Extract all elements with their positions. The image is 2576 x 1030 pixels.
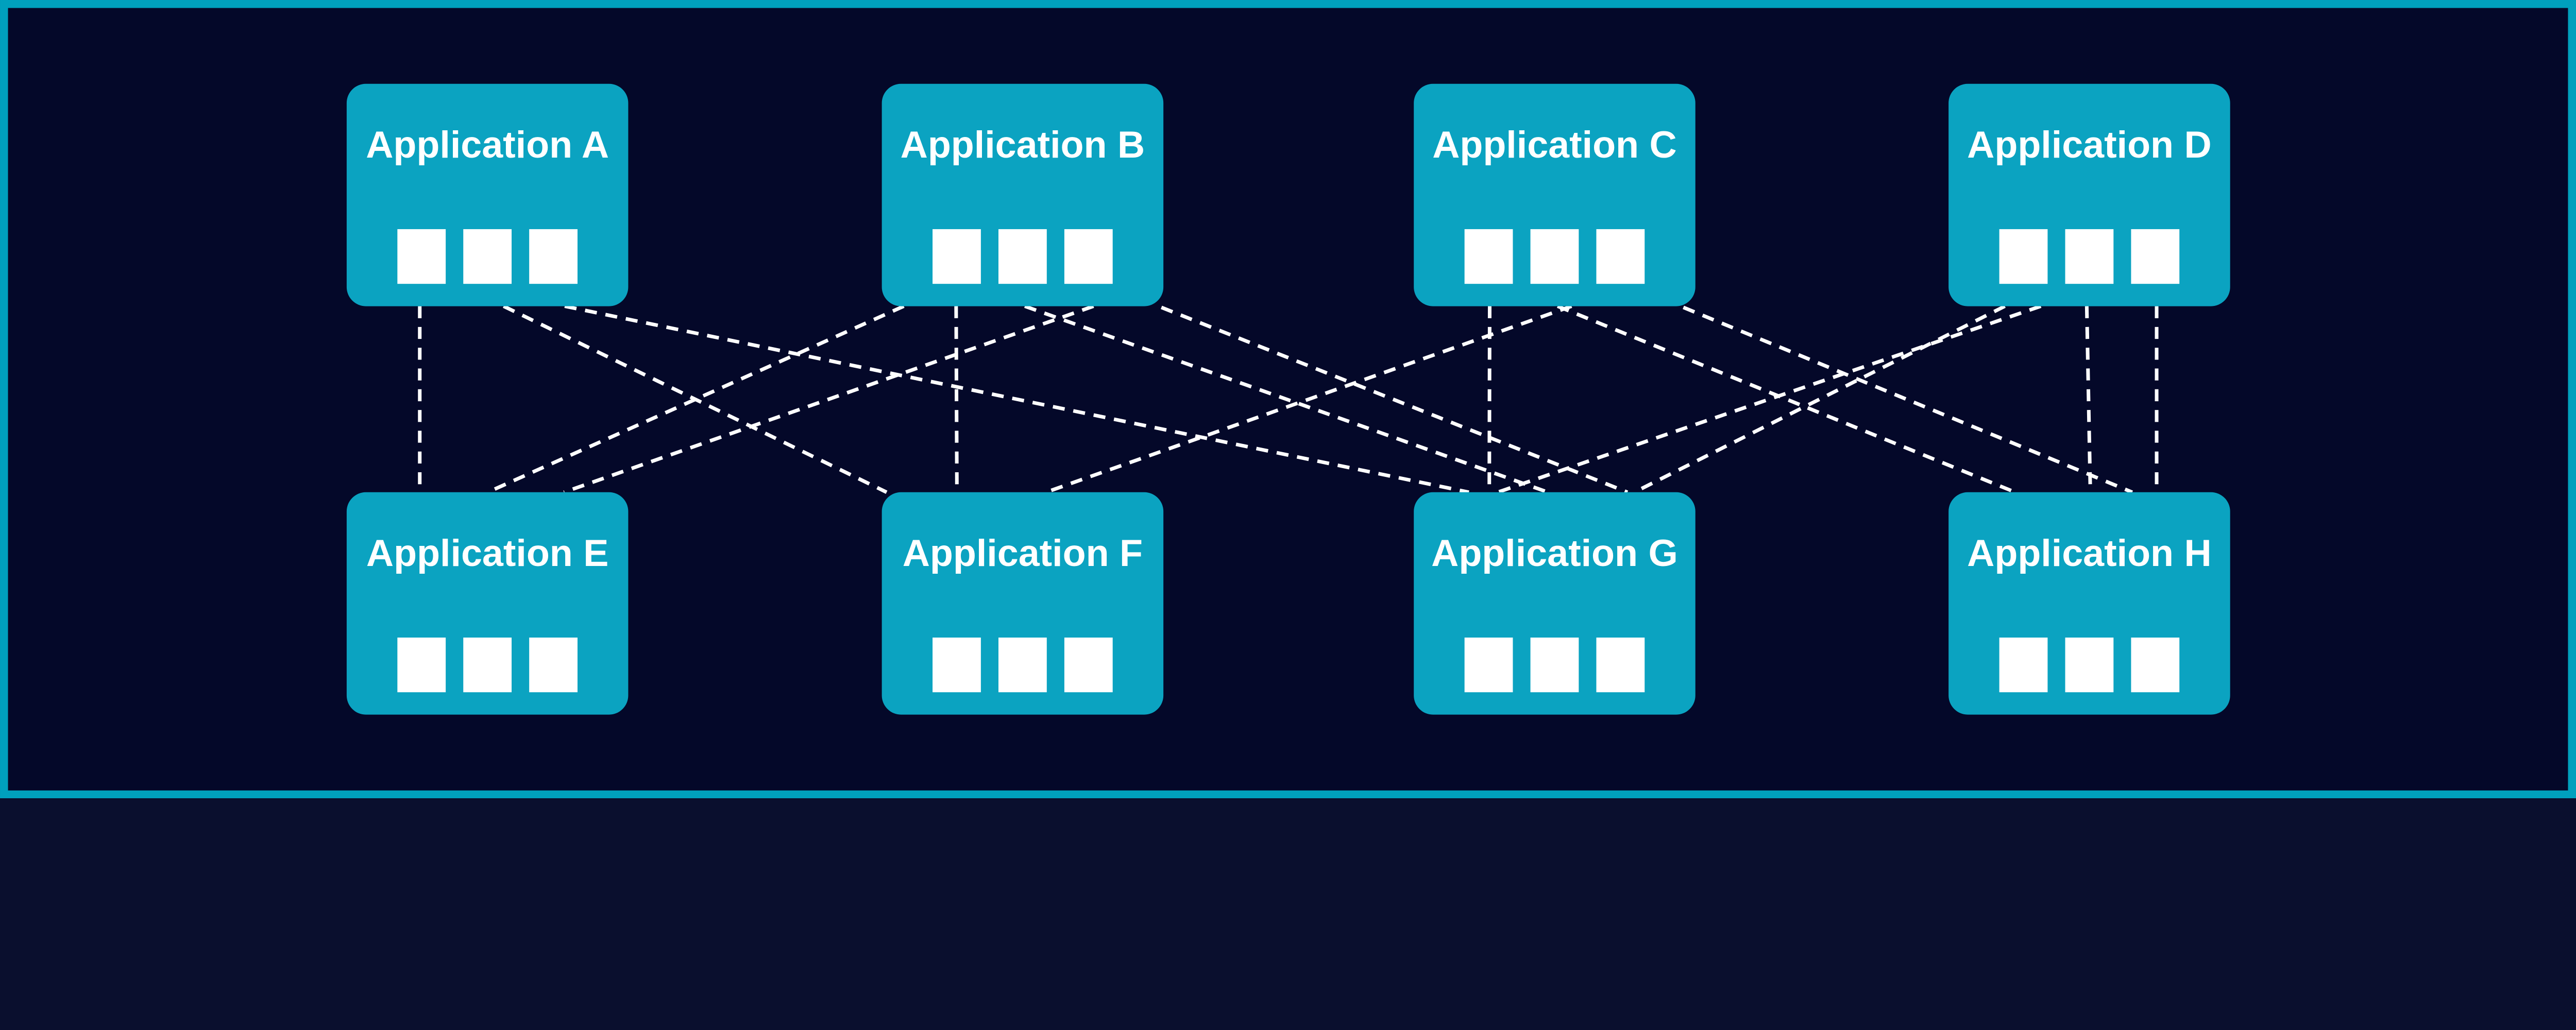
connection-line-c-f	[1045, 304, 1572, 494]
app-box-d: Application D	[1948, 83, 2230, 306]
connection-line-b-g	[1024, 304, 1549, 494]
window-square	[1596, 637, 1645, 693]
app-box-label-f: Application F	[903, 531, 1143, 574]
window-square	[397, 637, 446, 693]
app-box-label-b: Application B	[901, 123, 1145, 166]
application-mesh-diagram: Application A Application B Application C A…	[0, 0, 2576, 799]
app-box-label-d: Application D	[1967, 123, 2211, 166]
window-square	[1530, 229, 1579, 284]
connection-line-b-e	[487, 304, 905, 494]
connection-line-b-g	[1160, 305, 1629, 494]
connection-line-b-e	[563, 304, 1094, 494]
app-box-f: Application F	[882, 492, 1164, 715]
window-square	[2131, 637, 2180, 693]
window-square	[463, 229, 512, 284]
window-square	[1999, 637, 2048, 693]
window-square	[1464, 229, 1513, 284]
frame-border	[0, 0, 2576, 799]
window-square	[1999, 229, 2048, 284]
window-square	[998, 637, 1047, 693]
window-square	[529, 637, 578, 693]
app-box-c: Application C	[1414, 83, 1696, 306]
window-square	[529, 229, 578, 284]
connection-line-c-h	[1683, 305, 2133, 494]
app-box-a: Application A	[346, 83, 629, 306]
connection-line-d-g	[1633, 304, 2006, 494]
connection-line-a-g	[564, 304, 1469, 494]
app-box-label-g: Application G	[1431, 531, 1678, 574]
window-square	[2065, 229, 2114, 284]
connection-line-d-g	[1497, 304, 2042, 494]
app-boxes-layer: Application A Application B Application C A…	[346, 83, 2230, 715]
window-square	[933, 229, 981, 284]
window-square	[397, 229, 446, 284]
app-box-label-a: Application A	[366, 123, 609, 166]
window-square	[1464, 637, 1513, 693]
window-square	[2065, 637, 2114, 693]
window-square	[1530, 637, 1579, 693]
connections-layer	[418, 304, 2159, 494]
window-square	[998, 229, 1047, 284]
app-box-label-e: Application E	[366, 531, 608, 574]
app-box-g: Application G	[1414, 492, 1696, 715]
app-box-label-h: Application H	[1967, 531, 2211, 574]
diagram-canvas: Application A Application B Application C A…	[0, 0, 2576, 799]
window-square	[2131, 229, 2180, 284]
connection-line-b-f	[954, 306, 959, 492]
window-square	[463, 637, 512, 693]
app-box-label-c: Application C	[1432, 123, 1676, 166]
connection-line-d-h	[2084, 306, 2092, 492]
window-square	[933, 637, 981, 693]
app-box-h: Application H	[1948, 492, 2230, 715]
window-square	[1596, 229, 1645, 284]
app-box-e: Application E	[346, 492, 629, 715]
window-square	[1064, 229, 1113, 284]
app-box-b: Application B	[882, 83, 1164, 306]
window-square	[1064, 637, 1113, 693]
connection-line-c-g	[1487, 306, 1492, 492]
